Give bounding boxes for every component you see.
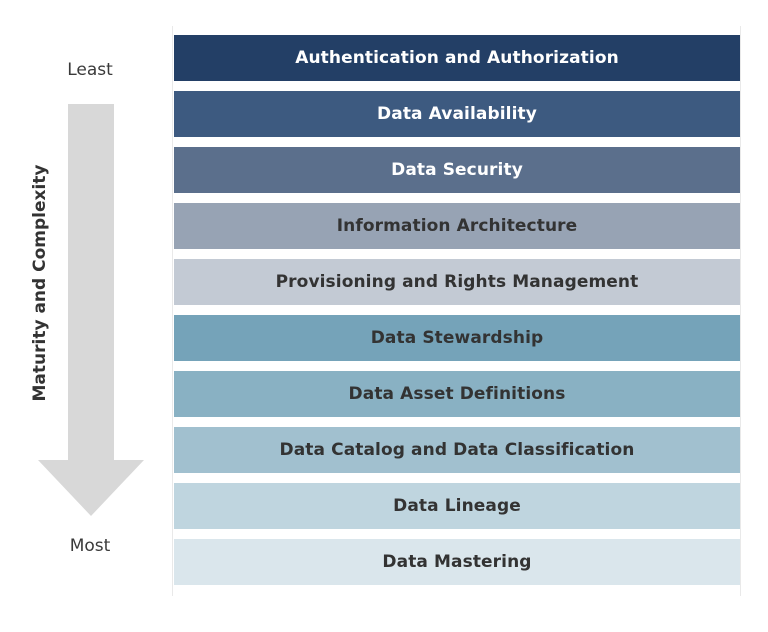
layer-bar: Data Asset Definitions xyxy=(174,371,740,417)
layer-bar: Authentication and Authorization xyxy=(174,35,740,81)
layer-bar: Provisioning and Rights Management xyxy=(174,259,740,305)
layer-bar: Data Availability xyxy=(174,91,740,137)
stack-frame xyxy=(172,26,741,596)
down-arrow-icon xyxy=(38,104,144,516)
layer-bar: Data Stewardship xyxy=(174,315,740,361)
layer-bar: Information Architecture xyxy=(174,203,740,249)
layer-bar: Data Lineage xyxy=(174,483,740,529)
layer-bar: Data Security xyxy=(174,147,740,193)
layer-bar: Data Mastering xyxy=(174,539,740,585)
axis-title: Maturity and Complexity xyxy=(30,164,50,402)
layer-bar: Data Catalog and Data Classification xyxy=(174,427,740,473)
most-label: Most xyxy=(69,536,111,556)
least-label: Least xyxy=(67,60,113,80)
